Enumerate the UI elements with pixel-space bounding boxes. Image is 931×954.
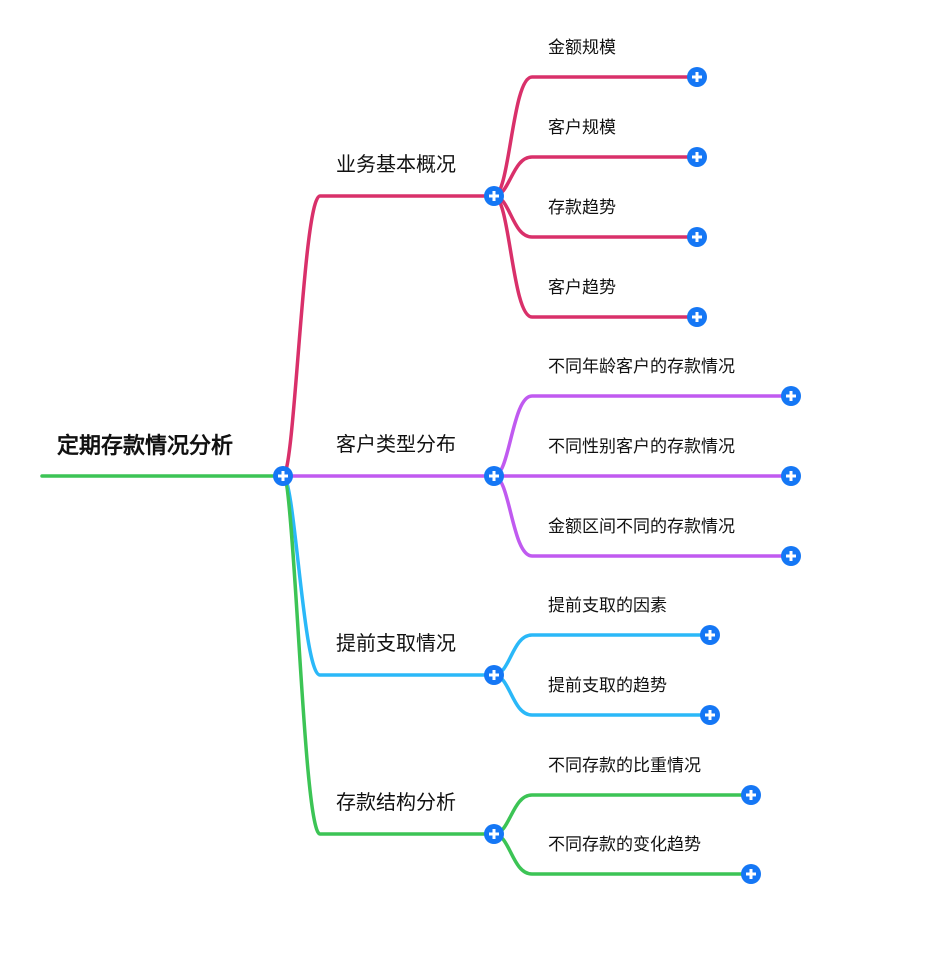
branch-connector — [281, 474, 496, 836]
plus-icon — [489, 670, 499, 680]
leaf-topic-label[interactable]: 提前支取的趋势 — [548, 676, 667, 696]
plus-icon — [692, 72, 702, 82]
branch-expand-button[interactable] — [484, 186, 504, 206]
branch-expand-button[interactable] — [484, 824, 504, 844]
plus-icon — [278, 471, 288, 481]
leaf-topic-label[interactable]: 金额区间不同的存款情况 — [548, 517, 735, 537]
root-expand-button[interactable] — [273, 466, 293, 486]
plus-icon — [489, 191, 499, 201]
branch-topic-label[interactable]: 业务基本概况 — [336, 152, 456, 176]
branch-connector — [281, 194, 496, 478]
leaf-expand-button[interactable] — [687, 147, 707, 167]
plus-icon — [786, 471, 796, 481]
leaf-expand-button[interactable] — [700, 705, 720, 725]
plus-icon — [705, 630, 715, 640]
branch-topic-label[interactable]: 客户类型分布 — [336, 432, 456, 456]
leaf-expand-button[interactable] — [781, 546, 801, 566]
plus-icon — [786, 551, 796, 561]
plus-icon — [746, 790, 756, 800]
leaf-expand-button[interactable] — [781, 466, 801, 486]
plus-icon — [692, 312, 702, 322]
leaf-connector — [492, 793, 753, 836]
leaf-topic-label[interactable]: 不同性别客户的存款情况 — [548, 437, 735, 457]
leaf-connector — [492, 155, 699, 198]
leaf-connector — [492, 633, 712, 677]
leaf-topic-label[interactable]: 金额规模 — [548, 38, 616, 58]
leaf-expand-button[interactable] — [741, 785, 761, 805]
leaf-expand-button[interactable] — [781, 386, 801, 406]
plus-icon — [746, 869, 756, 879]
leaf-expand-button[interactable] — [700, 625, 720, 645]
leaf-topic-label[interactable]: 提前支取的因素 — [548, 596, 667, 616]
plus-icon — [705, 710, 715, 720]
leaf-topic-label[interactable]: 不同年龄客户的存款情况 — [548, 357, 735, 377]
plus-icon — [692, 232, 702, 242]
branch-topic-label[interactable]: 存款结构分析 — [336, 790, 456, 814]
leaf-topic-label[interactable]: 不同存款的变化趋势 — [548, 835, 701, 855]
plus-icon — [692, 152, 702, 162]
plus-icon — [489, 471, 499, 481]
branch-expand-button[interactable] — [484, 466, 504, 486]
leaf-expand-button[interactable] — [687, 307, 707, 327]
branch-topic-label[interactable]: 提前支取情况 — [336, 631, 456, 655]
leaf-topic-label[interactable]: 不同存款的比重情况 — [548, 756, 701, 776]
plus-icon — [786, 391, 796, 401]
leaf-expand-button[interactable] — [687, 67, 707, 87]
leaf-expand-button[interactable] — [687, 227, 707, 247]
branch-expand-button[interactable] — [484, 665, 504, 685]
root-topic-label[interactable]: 定期存款情况分析 — [57, 434, 234, 459]
leaf-topic-label[interactable]: 客户规模 — [548, 118, 616, 138]
leaf-expand-button[interactable] — [741, 864, 761, 884]
leaf-topic-label[interactable]: 客户趋势 — [548, 278, 616, 298]
plus-icon — [489, 829, 499, 839]
leaf-topic-label[interactable]: 存款趋势 — [548, 198, 616, 218]
